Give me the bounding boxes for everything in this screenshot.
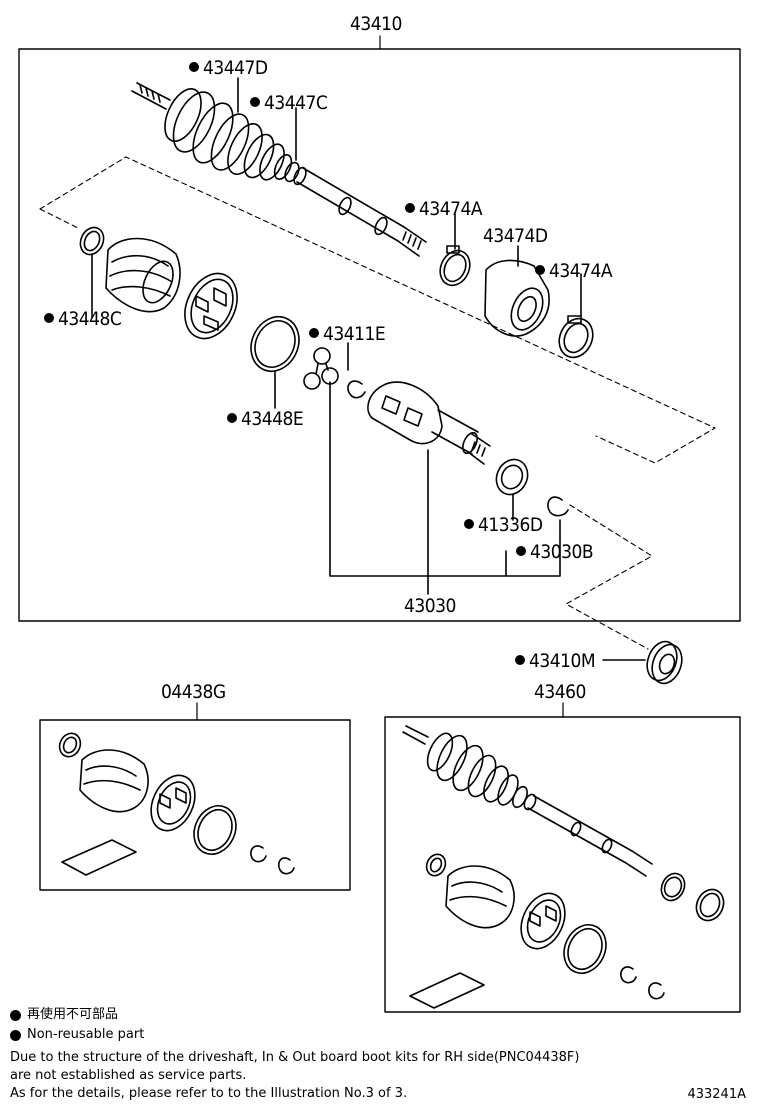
- label-43030: 43030: [404, 595, 456, 617]
- label-43447C: 43447C: [264, 92, 328, 114]
- clamp-43474A-upper: [439, 245, 471, 287]
- label-43460: 43460: [534, 681, 586, 703]
- label-43411E: 43411E: [323, 323, 385, 345]
- oil-seal-41336D: [495, 458, 529, 496]
- bearing-dashed-leader: [565, 504, 653, 650]
- inboard-boot: [105, 237, 181, 313]
- legend: 再使用不可部品 Non-reusable part: [10, 1005, 144, 1045]
- legend-japanese: 再使用不可部品: [27, 1007, 119, 1022]
- clamp-43448C: [79, 226, 105, 256]
- clamp-43474A-lower: [558, 315, 594, 359]
- non-reusable-dot-icon: [10, 1009, 21, 1021]
- bearing-43410M: [646, 640, 683, 685]
- footnote-line-1: Due to the structure of the driveshaft, …: [10, 1050, 580, 1065]
- footnote-line-3: As for the details, please refer to to t…: [10, 1086, 408, 1101]
- group-43030-bracket: [329, 381, 561, 577]
- non-reusable-dot-icon: [10, 1029, 21, 1041]
- grease-packet: [61, 839, 137, 876]
- footnote: Due to the structure of the driveshaft, …: [10, 1049, 579, 1103]
- boot-43474D: [484, 259, 550, 337]
- label-43448E: 43448E: [241, 408, 303, 430]
- label-43447D: 43447D: [203, 57, 268, 79]
- footnote-line-2: are not established as service parts.: [10, 1068, 247, 1083]
- label-41336D: 41336D: [478, 514, 543, 536]
- kit-04438G-parts: [58, 732, 295, 876]
- kit-43460-parts: [402, 725, 725, 1009]
- tripod-joint: [303, 347, 339, 390]
- label-43448C: 43448C: [58, 308, 122, 330]
- label-43474A-upper: 43474A: [419, 198, 483, 220]
- inner-joint-43030: [367, 381, 491, 465]
- boot-kit-dashed-outline: [39, 156, 716, 464]
- label-04438G: 04438G: [161, 681, 226, 703]
- label-43474A-lower: 43474A: [549, 260, 613, 282]
- driveshaft-assembly: [131, 82, 427, 257]
- label-43410M: 43410M: [529, 650, 595, 672]
- legend-english: Non-reusable part: [27, 1027, 145, 1042]
- snap-ring-43411E: [347, 380, 366, 399]
- label-43474D: 43474D: [483, 225, 548, 247]
- figure-id: 433241A: [687, 1087, 746, 1102]
- snap-ring-43030B: [547, 496, 569, 517]
- kit-04438G-frame: [39, 719, 351, 891]
- clamp-43448E: [250, 316, 300, 372]
- inboard-joint-race: [184, 272, 238, 340]
- label-43030B: 43030B: [530, 541, 593, 563]
- label-43410: 43410: [350, 13, 402, 35]
- grease-packet-right: [409, 972, 485, 1009]
